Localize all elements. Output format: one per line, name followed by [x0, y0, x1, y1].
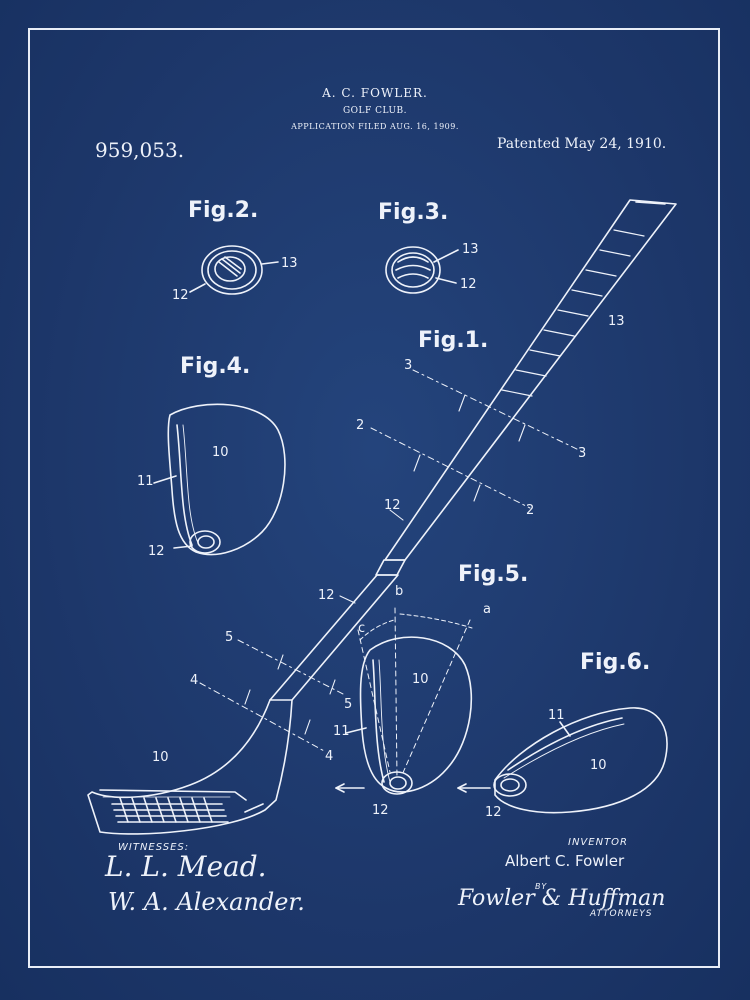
- fig4-head-drawing: [154, 404, 285, 554]
- ref-4-top: 4: [190, 673, 199, 688]
- ref-10-fig5: 10: [412, 672, 429, 687]
- fig3-label: Fig.3.: [378, 200, 449, 225]
- ref-12-shaft: 12: [384, 498, 401, 513]
- ref-c: c: [358, 621, 366, 636]
- ref-10-fig4: 10: [212, 445, 229, 460]
- header-filed: APPLICATION FILED AUG. 16, 1909.: [291, 122, 459, 131]
- ref-12-hosel: 12: [318, 588, 335, 603]
- ref-b: b: [395, 584, 404, 599]
- header-inventor: A. C. FOWLER.: [322, 86, 428, 100]
- ref-12-fig3: 12: [460, 277, 477, 292]
- sheet-border: [28, 28, 720, 968]
- ref-11-fig5: 11: [333, 724, 350, 739]
- inventor-label: INVENTOR: [568, 837, 628, 848]
- ref-13-fig3: 13: [462, 242, 479, 257]
- patent-number: 959,053.: [95, 138, 185, 162]
- ref-12-fig2: 12: [172, 288, 189, 303]
- ref-10-fig6: 10: [590, 758, 607, 773]
- fig6-head-drawing: [458, 708, 667, 813]
- fig6-label: Fig.6.: [580, 650, 651, 675]
- ref-2-top: 2: [356, 418, 365, 433]
- fig5-label: Fig.5.: [458, 562, 529, 587]
- ref-5-top: 5: [225, 630, 234, 645]
- ref-13-fig2: 13: [281, 256, 298, 271]
- fig1-club-drawing: [88, 200, 676, 834]
- ref-11-fig4: 11: [137, 474, 154, 489]
- attorneys-label: ATTORNEYS: [590, 909, 653, 919]
- witness-1-signature: L. L. Mead.: [105, 850, 267, 883]
- ref-13-fig1: 13: [608, 314, 625, 329]
- ref-12-fig4: 12: [148, 544, 165, 559]
- fig2-ferrule-drawing: [190, 246, 278, 294]
- fig2-label: Fig.2.: [188, 198, 259, 223]
- fig1-label: Fig.1.: [418, 328, 489, 353]
- fig5-head-drawing: [336, 608, 472, 794]
- patent-date: Patented May 24, 1910.: [497, 136, 667, 152]
- by-label: BY: [535, 882, 548, 891]
- fig1-section-lines: [200, 370, 583, 752]
- ref-12-fig6: 12: [485, 805, 502, 820]
- header-subject: GOLF CLUB.: [342, 106, 408, 116]
- ref-12-fig5: 12: [372, 803, 389, 818]
- fig3-plug-drawing: [386, 247, 458, 293]
- witnesses-label: WITNESSES:: [118, 842, 190, 853]
- witness-2-signature: W. A. Alexander.: [108, 888, 305, 916]
- ref-3-bottom: 3: [578, 446, 587, 461]
- fig4-label: Fig.4.: [180, 354, 251, 379]
- ref-3-top: 3: [404, 358, 413, 373]
- ref-a: a: [483, 602, 491, 617]
- ref-2-bottom: 2: [526, 503, 535, 518]
- ref-10-fig1: 10: [152, 750, 169, 765]
- ref-4-bottom: 4: [325, 749, 334, 764]
- inventor-name: Albert C. Fowler: [505, 852, 625, 870]
- ref-11-fig6: 11: [548, 708, 565, 723]
- fig1-section-arrows: [245, 395, 525, 734]
- attorneys-signature: Fowler & Huffman: [458, 886, 666, 911]
- ref-5-bottom: 5: [344, 697, 353, 712]
